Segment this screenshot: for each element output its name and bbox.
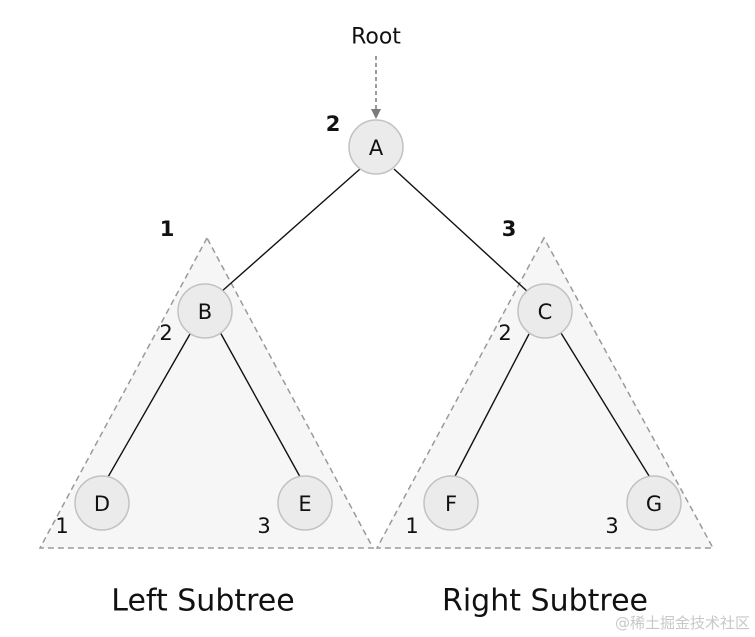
node-d-label: D xyxy=(94,492,110,516)
node-f: F xyxy=(423,475,479,531)
node-a: A xyxy=(348,119,404,175)
edge-b-e xyxy=(219,331,305,485)
right-subtree-region xyxy=(375,236,715,549)
order-number-g: 3 xyxy=(605,514,618,538)
node-g-label: G xyxy=(646,492,662,516)
node-d: D xyxy=(74,475,130,531)
node-b-label: B xyxy=(198,300,212,324)
watermark: @稀土掘金技术社区 xyxy=(615,614,750,632)
edge-c-f xyxy=(450,333,530,485)
order-number-f: 1 xyxy=(405,514,418,538)
left-subtree-label: Left Subtree xyxy=(111,584,294,619)
node-f-label: F xyxy=(445,492,457,516)
order-number-a: 2 xyxy=(326,112,341,136)
order-number-left-subtree: 1 xyxy=(160,217,175,241)
order-number-right-subtree: 3 xyxy=(502,217,517,241)
node-e-label: E xyxy=(298,492,311,516)
order-number-e: 3 xyxy=(257,514,270,538)
node-e: E xyxy=(277,475,333,531)
left-subtree-region xyxy=(38,236,375,549)
order-number-c: 2 xyxy=(498,321,511,345)
node-a-label: A xyxy=(369,136,384,160)
node-g: G xyxy=(626,475,682,531)
node-c: C xyxy=(517,283,573,339)
edge-b-d xyxy=(103,333,191,485)
edge-a-b xyxy=(220,168,361,293)
node-c-label: C xyxy=(538,300,553,324)
node-b: B xyxy=(177,283,233,339)
order-number-d: 1 xyxy=(55,514,68,538)
edge-a-c xyxy=(393,168,529,293)
order-number-b: 2 xyxy=(159,321,172,345)
edge-c-g xyxy=(560,332,655,485)
root-label: Root xyxy=(351,25,401,50)
right-subtree-label: Right Subtree xyxy=(442,584,648,619)
